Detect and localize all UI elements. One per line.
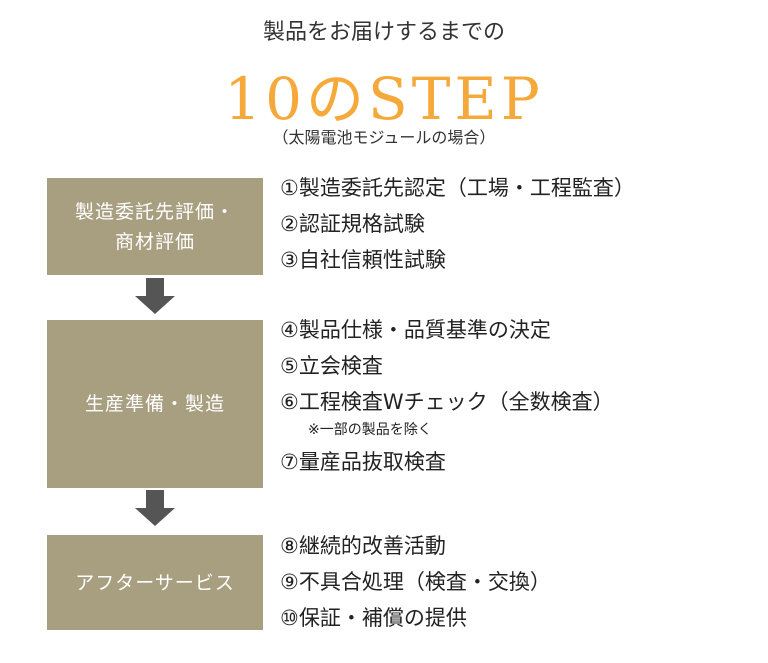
step-item: ③自社信頼性試験 (280, 248, 446, 272)
phase-label: アフターサービス (75, 571, 235, 594)
step-list-2: ④製品仕様・品質基準の決定 ⑤立会検査 ⑥工程検査Wチェック（全数検査） ※一部… (280, 312, 614, 480)
step-item: ②認証規格試験 (280, 212, 425, 236)
step-item: ⑥工程検査Wチェック（全数検査） (280, 390, 614, 414)
step-item: ⑤立会検査 (280, 354, 383, 378)
title-note: （太陽電池モジュールの場合） (272, 128, 496, 147)
subtitle: 製品をお届けするまでの (262, 20, 505, 45)
step-item: ⑧継続的改善活動 (280, 534, 446, 558)
step-footnote: ※一部の製品を除く (308, 422, 432, 438)
step-list-1: ①製造委託先認定（工場・工程監査） ②認証規格試験 ③自社信頼性試験 (280, 170, 635, 278)
step-item: ④製品仕様・品質基準の決定 (280, 318, 551, 342)
step-item: ①製造委託先認定（工場・工程監査） (280, 176, 635, 200)
phase-box-production: 生産準備・製造 (47, 320, 263, 488)
down-arrow-icon (135, 490, 175, 526)
step-item: ⑩保証・補償の提供 (280, 606, 467, 630)
step-item: ⑨不具合処理（検査・交換） (280, 570, 551, 594)
phase-label: 商材評価 (114, 230, 195, 253)
phase-box-evaluation: 製造委託先評価・商材評価 (47, 178, 263, 275)
phase-label: 生産準備・製造 (84, 393, 225, 415)
phase-label: 製造委託先評価・ (74, 200, 235, 223)
step-item: ⑦量産品抜取検査 (280, 450, 446, 474)
phase-box-after-service: アフターサービス (47, 535, 263, 630)
title: 10のSTEP (224, 65, 544, 133)
down-arrow-icon (135, 278, 175, 314)
step-list-3: ⑧継続的改善活動 ⑨不具合処理（検査・交換） ⑩保証・補償の提供 (280, 528, 551, 636)
